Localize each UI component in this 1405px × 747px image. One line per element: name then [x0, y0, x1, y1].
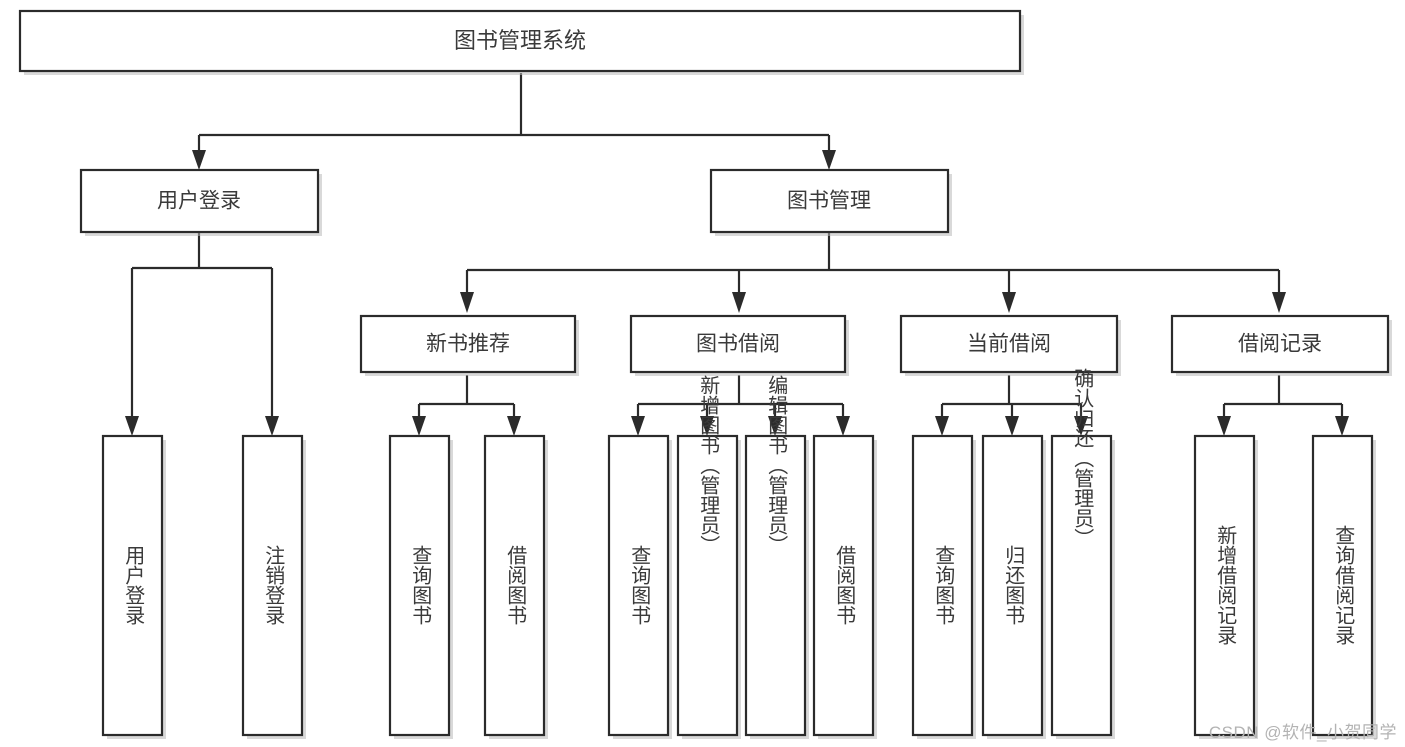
arrowhead-newbook-leaf-2: [507, 416, 521, 436]
leaf-user-login-1-label: 用户登录: [122, 545, 145, 625]
node-current-borrow[interactable]: 当前借阅: [899, 314, 1121, 376]
node-new-book[interactable]: 新书推荐: [359, 314, 579, 376]
arrowhead-to-user-login: [192, 150, 206, 170]
arrowhead-book-borrow: [732, 292, 746, 313]
node-borrow-record[interactable]: 借阅记录: [1170, 314, 1392, 376]
leaf-borrow-record-1[interactable]: 新增借阅记录: [1193, 434, 1258, 739]
node-borrow-record-label: 借阅记录: [1238, 333, 1322, 356]
arrowhead-borrow-leaf-2: [700, 416, 714, 436]
node-new-book-label: 新书推荐: [426, 333, 510, 356]
leaf-book-borrow-4[interactable]: 借阅图书: [812, 434, 877, 739]
node-book-borrow[interactable]: 图书借阅: [629, 314, 849, 376]
leaf-user-login-1[interactable]: 用户登录: [101, 434, 166, 739]
arrowhead-new-book: [460, 292, 474, 313]
leaf-borrow-record-1-label: 新增借阅记录: [1214, 525, 1237, 645]
leaf-book-borrow-3[interactable]: 编辑图书（管理员）: [744, 375, 809, 739]
arrowhead-record-leaf-1: [1217, 416, 1231, 436]
leaf-current-borrow-2-label: 归还图书: [1002, 545, 1025, 625]
leaf-new-book-2-label: 借阅图书: [504, 545, 527, 625]
arrowhead-borrow-record: [1272, 292, 1286, 313]
leaf-current-borrow-3[interactable]: 确认归还（管理员）: [1050, 368, 1115, 739]
arrowhead-current-borrow: [1002, 292, 1016, 313]
leaf-current-borrow-1[interactable]: 查询图书: [911, 434, 976, 739]
leaf-book-borrow-1-label: 查询图书: [628, 545, 651, 625]
leaf-current-borrow-1-label: 查询图书: [932, 545, 955, 625]
leaf-new-book-2[interactable]: 借阅图书: [483, 434, 548, 739]
leaf-user-login-2[interactable]: 注销登录: [241, 434, 306, 739]
arrowhead-to-book-manage: [822, 150, 836, 170]
arrowhead-record-leaf-2: [1335, 416, 1349, 436]
connector-group: [125, 73, 1349, 436]
leaf-book-borrow-2[interactable]: 新增图书（管理员）: [676, 375, 741, 739]
leaf-book-borrow-1[interactable]: 查询图书: [607, 434, 672, 739]
node-book-manage-label: 图书管理: [787, 190, 871, 213]
node-current-borrow-label: 当前借阅: [967, 333, 1051, 356]
leaf-borrow-record-2[interactable]: 查询借阅记录: [1311, 434, 1376, 739]
node-user-login[interactable]: 用户登录: [79, 168, 322, 236]
leaf-book-borrow-2-label: 新增图书（管理员）: [697, 375, 720, 555]
arrowhead-current-leaf-2: [1005, 416, 1019, 436]
node-root[interactable]: 图书管理系统: [18, 9, 1024, 75]
node-root-label: 图书管理系统: [454, 28, 586, 53]
node-user-login-label: 用户登录: [157, 190, 241, 213]
arrowhead-borrow-leaf-1: [631, 416, 645, 436]
arrowhead-borrow-leaf-4: [836, 416, 850, 436]
leaf-book-borrow-3-label: 编辑图书（管理员）: [765, 375, 788, 555]
arrowhead-current-leaf-3: [1074, 416, 1088, 436]
leaf-user-login-2-label: 注销登录: [262, 545, 285, 625]
arrowhead-login-leaf-1: [125, 416, 139, 436]
arrowhead-newbook-leaf-1: [412, 416, 426, 436]
arrowhead-current-leaf-1: [935, 416, 949, 436]
leaf-new-book-1-label: 查询图书: [409, 545, 432, 625]
leaf-current-borrow-3-label: 确认归还（管理员）: [1071, 368, 1094, 548]
arrowhead-borrow-leaf-3: [768, 416, 782, 436]
node-book-borrow-label: 图书借阅: [696, 333, 780, 356]
node-book-manage[interactable]: 图书管理: [709, 168, 952, 236]
leaf-book-borrow-4-label: 借阅图书: [833, 545, 856, 625]
leaf-current-borrow-2[interactable]: 归还图书: [981, 434, 1046, 739]
leaf-borrow-record-2-label: 查询借阅记录: [1332, 525, 1355, 645]
leaf-new-book-1[interactable]: 查询图书: [388, 434, 453, 739]
arrowhead-login-leaf-2: [265, 416, 279, 436]
